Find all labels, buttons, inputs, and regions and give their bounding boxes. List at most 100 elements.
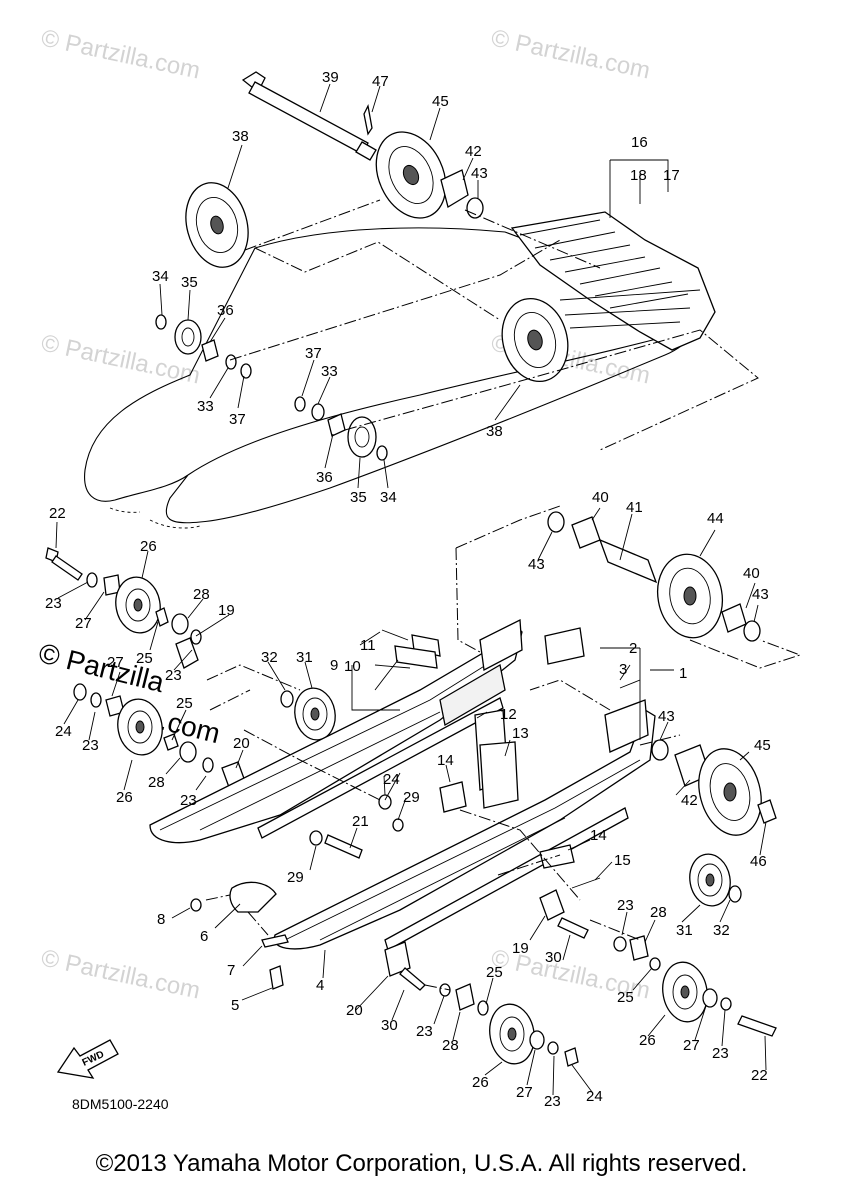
callout-label[interactable]: 23 (45, 595, 62, 612)
callout-label[interactable]: 43 (752, 586, 769, 603)
idler-wheel-top (375, 131, 447, 219)
callout-label[interactable]: 41 (626, 499, 643, 516)
copyright-notice: ©2013 Yamaha Motor Corporation, U.S.A. A… (95, 1150, 748, 1177)
callout-label[interactable]: 23 (165, 667, 182, 684)
callout-label[interactable]: 45 (432, 93, 449, 110)
rear-wheel-right (651, 739, 777, 836)
callout-label[interactable]: 35 (350, 489, 367, 506)
callout-label[interactable]: 40 (743, 565, 760, 582)
callout-label[interactable]: 27 (516, 1084, 533, 1101)
callout-label[interactable]: 36 (217, 302, 234, 319)
callout-label[interactable]: 36 (316, 469, 333, 486)
callout-label[interactable]: 24 (383, 771, 400, 788)
callout-label[interactable]: 14 (437, 752, 454, 769)
idler-wheel-31-left (280, 687, 336, 741)
callout-label[interactable]: 34 (380, 489, 397, 506)
callout-label[interactable]: 30 (381, 1017, 398, 1034)
callout-label[interactable]: 32 (261, 649, 278, 666)
leader-lines (55, 83, 767, 1096)
callout-label[interactable]: 23 (544, 1093, 561, 1110)
callout-label[interactable]: 43 (528, 556, 545, 573)
callout-label[interactable]: 31 (296, 649, 313, 666)
callout-label[interactable]: 26 (472, 1074, 489, 1091)
callout-label[interactable]: 35 (181, 274, 198, 291)
callout-label[interactable]: 8 (157, 911, 165, 928)
idler-wheel-44 (547, 511, 761, 642)
callout-label[interactable]: 2 (629, 640, 637, 657)
callout-label[interactable]: 29 (287, 869, 304, 886)
callout-label[interactable]: 25 (486, 964, 503, 981)
callout-label[interactable]: 19 (218, 602, 235, 619)
callout-label[interactable]: 23 (617, 897, 634, 914)
callout-label[interactable]: 11 (360, 637, 376, 654)
callout-label[interactable]: 1 (679, 665, 687, 682)
callout-label[interactable]: 12 (500, 706, 517, 723)
callout-label[interactable]: 39 (322, 69, 339, 86)
callout-label[interactable]: 23 (712, 1045, 729, 1062)
callout-label[interactable]: 13 (512, 725, 529, 742)
front-stopper (190, 881, 289, 990)
idler-wheel-center (501, 297, 569, 383)
watermark: © Partzilla.com (39, 944, 203, 1004)
callout-label[interactable]: 26 (639, 1032, 656, 1049)
callout-label[interactable]: 47 (372, 73, 389, 90)
callout-label[interactable]: 30 (545, 949, 562, 966)
watermark-logo-text: © Partzilla (36, 637, 168, 698)
callout-label[interactable]: 4 (316, 977, 324, 994)
callout-label[interactable]: 40 (592, 489, 609, 506)
callout-label[interactable]: 33 (197, 398, 214, 415)
callout-label[interactable]: 32 (713, 922, 730, 939)
callout-label[interactable]: 25 (136, 650, 153, 667)
callout-label[interactable]: 14 (590, 827, 607, 844)
callout-labels[interactable]: 39 47 45 38 42 43 16 18 17 34 35 36 33 3… (45, 69, 771, 1110)
callout-label[interactable]: 27 (107, 654, 124, 671)
callout-label[interactable]: 33 (321, 363, 338, 380)
callout-label[interactable]: 17 (663, 167, 680, 184)
callout-label[interactable]: 22 (751, 1067, 768, 1084)
callout-label[interactable]: 16 (631, 134, 648, 151)
callout-label[interactable]: 23 (416, 1023, 433, 1040)
callout-label[interactable]: 21 (352, 813, 369, 830)
callout-label[interactable]: 37 (305, 345, 322, 362)
callout-label[interactable]: 26 (116, 789, 133, 806)
callout-label[interactable]: 42 (465, 143, 482, 160)
callout-label[interactable]: 15 (614, 852, 631, 869)
callout-label[interactable]: 43 (471, 165, 488, 182)
callout-label[interactable]: 27 (683, 1037, 700, 1054)
callout-label[interactable]: 28 (148, 774, 165, 791)
callout-label[interactable]: 31 (676, 922, 693, 939)
callout-label[interactable]: 28 (193, 586, 210, 603)
callout-label[interactable]: 37 (229, 411, 246, 428)
callout-label[interactable]: 45 (754, 737, 771, 754)
callout-label[interactable]: 22 (49, 505, 66, 522)
callout-label[interactable]: 43 (658, 708, 675, 725)
callout-label[interactable]: 18 (630, 167, 647, 184)
callout-label[interactable]: 24 (586, 1088, 603, 1105)
callout-label[interactable]: 23 (180, 792, 197, 809)
callout-label[interactable]: 19 (512, 940, 529, 957)
callout-label[interactable]: 44 (707, 510, 724, 527)
callout-label[interactable]: 5 (231, 997, 239, 1014)
callout-label[interactable]: 38 (486, 423, 503, 440)
rear-wheel-right-lower (613, 935, 777, 1037)
callout-label[interactable]: 23 (82, 737, 99, 754)
callout-label[interactable]: 25 (176, 695, 193, 712)
callout-label[interactable]: 27 (75, 615, 92, 632)
callout-label[interactable]: 10 (344, 658, 361, 675)
callout-label[interactable]: 34 (152, 268, 169, 285)
callout-label[interactable]: 9 (330, 657, 338, 674)
callout-label[interactable]: 20 (346, 1002, 363, 1019)
callout-label[interactable]: 46 (750, 853, 767, 870)
callout-label[interactable]: 24 (55, 723, 72, 740)
callout-label[interactable]: 25 (617, 989, 634, 1006)
callout-label[interactable]: 38 (232, 128, 249, 145)
callout-label[interactable]: 29 (403, 789, 420, 806)
callout-label[interactable]: 3 (619, 661, 627, 678)
callout-label[interactable]: 28 (442, 1037, 459, 1054)
callout-label[interactable]: 6 (200, 928, 208, 945)
callout-label[interactable]: 7 (227, 962, 235, 979)
callout-label[interactable]: 42 (681, 792, 698, 809)
callout-label[interactable]: 26 (140, 538, 157, 555)
callout-label[interactable]: 28 (650, 904, 667, 921)
callout-label[interactable]: 20 (233, 735, 250, 752)
